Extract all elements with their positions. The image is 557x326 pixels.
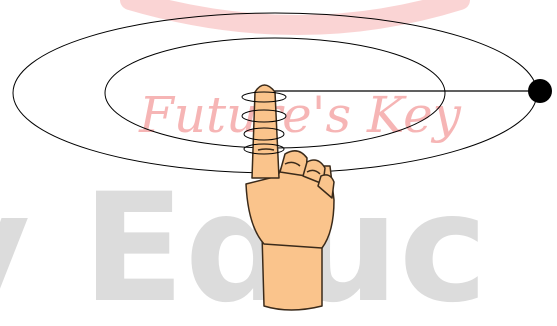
watermark-script-text: Future's Key	[138, 86, 462, 144]
watermark: v Educ Future's Key	[0, 0, 488, 326]
watermark-arc	[130, 0, 460, 25]
watermark-block-text: v Educ	[0, 162, 488, 326]
ball	[528, 79, 552, 103]
